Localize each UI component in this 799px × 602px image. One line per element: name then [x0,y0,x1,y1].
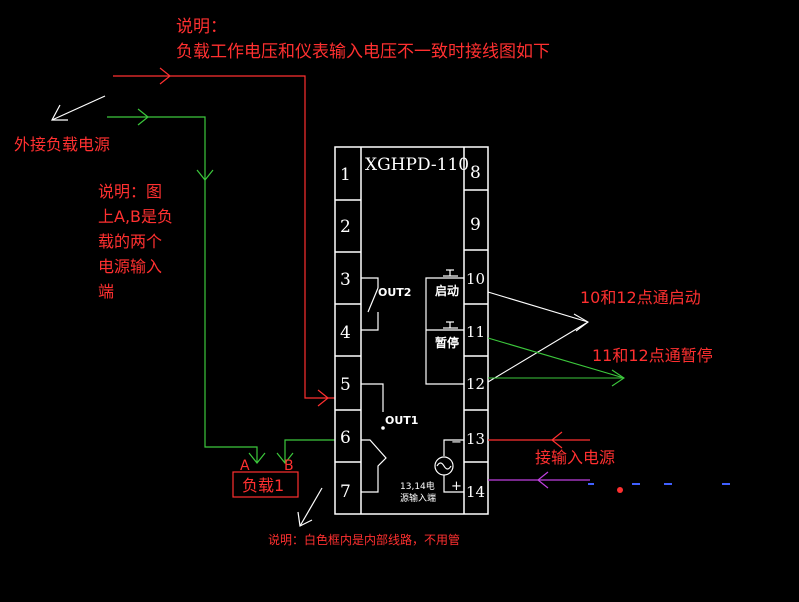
load-terminal-a: A [240,458,250,474]
pin-6: 6 [340,428,351,448]
load-label: 负载1 [242,476,284,495]
red-supply-wire [113,67,335,407]
pin-11: 11 [466,323,485,341]
pin-2: 2 [340,217,351,237]
arrow-icon [317,389,329,407]
input-power-wire-14 [488,471,590,489]
pin-3: 3 [340,270,351,290]
arrow-icon [551,431,563,449]
plus-sign: + [451,479,462,494]
pin-4: 4 [340,323,351,343]
green-load-wire [276,439,335,464]
out1-switch-icon [361,383,387,493]
out1-label: OUT1 [385,414,418,427]
top-note-title: 说明： [176,17,227,37]
device-model: XGHPD-110 [365,155,469,175]
pin-10: 10 [466,270,485,288]
ac-source-icon [434,439,464,493]
power-input-label-2: 源输入端 [400,492,436,504]
pin-8: 8 [470,163,481,183]
pin-7: 7 [340,482,351,502]
out2-switch-icon [361,277,379,331]
pin-1: 1 [340,165,351,185]
arrow-icon [137,108,149,126]
pin-5: 5 [340,375,351,395]
out2-label: OUT2 [378,286,411,299]
pin-14: 14 [466,483,485,501]
push-button-icon [443,321,458,329]
dot-marker [617,487,623,493]
input-power-wire-13 [488,431,590,449]
arrow-icon [248,452,266,464]
pause-note: 11和12点通暂停 [592,346,713,365]
arrow-icon [611,369,625,387]
external-power-arrow-icon [51,95,106,121]
pause-label: 暂停 [435,335,459,350]
ab-note-line: 上A,B是负 [98,207,173,226]
minus-sign: − [451,435,462,450]
ab-note-line: 载的两个 [98,232,162,251]
arrow-icon [276,452,294,464]
start-note: 10和12点通启动 [580,288,701,307]
ab-note-line: 说明：图 [98,182,162,201]
pause-wires [487,337,625,387]
green-supply-wire [107,108,266,464]
arrow-icon [196,169,214,181]
start-wires [487,291,589,383]
top-note-body: 负载工作电压和仪表输入电压不一致时接线图如下 [176,42,550,62]
bottom-note: 说明：白色框内是内部线路，不用管 [268,532,460,547]
ab-note-line: 电源输入 [98,257,162,276]
push-button-icon [443,269,458,277]
input-power-label: 接输入电源 [535,448,615,467]
pin-9: 9 [470,215,481,235]
start-pause-circuit [425,277,464,385]
start-label: 启动 [435,283,459,298]
pin-13: 13 [466,430,485,448]
arrow-icon [573,313,589,332]
arrow-icon [537,471,549,489]
bottom-note-arrow-icon [297,487,323,527]
external-power-label: 外接负载电源 [14,135,110,154]
ab-note-line: 端 [98,282,114,301]
load-terminal-b: B [284,458,294,474]
power-input-label-1: 13,14电 [400,480,435,492]
arrow-icon [159,67,171,85]
load-box: 负载1 A B [232,458,299,498]
pin-12: 12 [466,375,485,393]
